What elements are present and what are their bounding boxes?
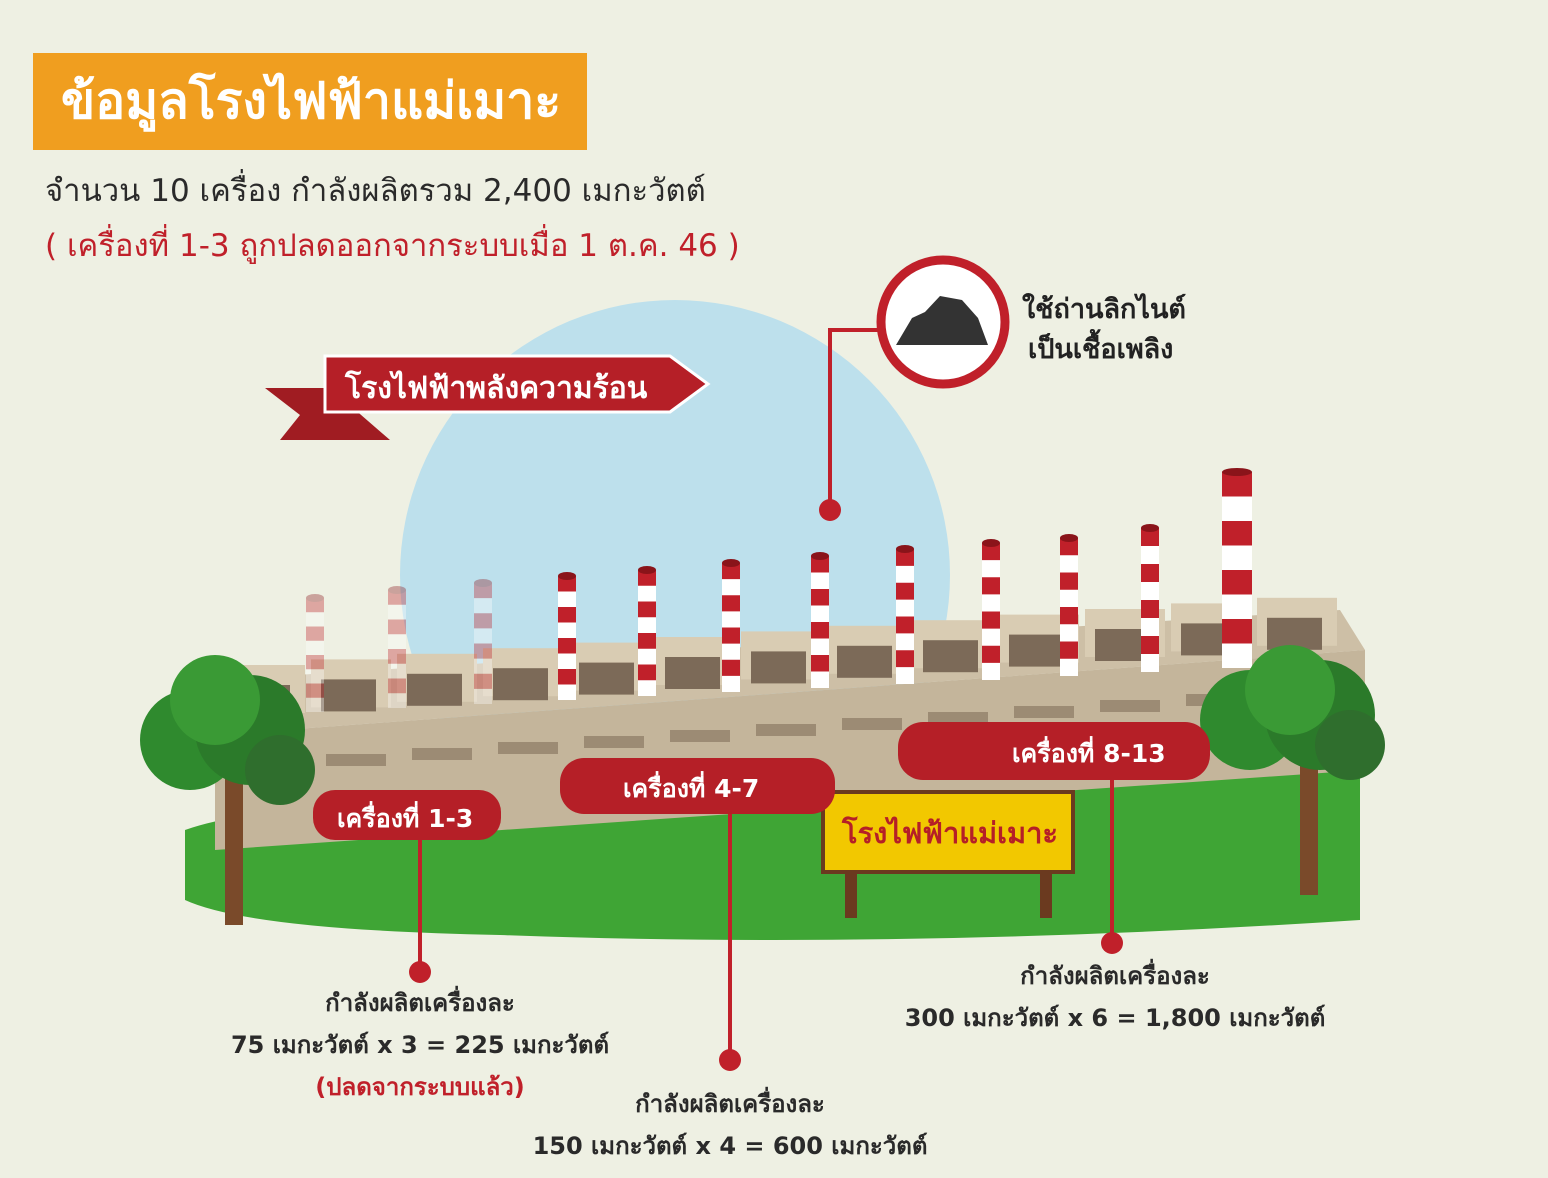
- summary-text: จำนวน 10 เครื่อง กำลังผลิตรวม 2,400 เมกะ…: [45, 173, 706, 209]
- chimney-icon: [638, 566, 656, 696]
- chimney-icon: [722, 559, 740, 692]
- group-label-text: เครื่องที่ 4-7: [623, 771, 759, 803]
- group-3-caption: กำลังผลิตเครื่องละ 300 เมกะวัตต์ x 6 = 1…: [880, 955, 1350, 1039]
- thermal-banner: [323, 354, 711, 414]
- boiler-block-shadow: [579, 662, 634, 695]
- tree-right-icon: [1200, 645, 1385, 895]
- wall-window: [928, 712, 988, 724]
- wall-window: [670, 730, 730, 742]
- page-title: ข้อมูลโรงไฟฟ้าแม่เมาะ: [33, 53, 587, 150]
- group-label-1-3: [313, 790, 501, 840]
- fuel-line1: ใช้ถ่านลิกไนต์: [1022, 293, 1186, 325]
- boiler-block-shadow: [837, 645, 892, 678]
- group-label-text: เครื่องที่ 8-13: [1012, 736, 1166, 768]
- sign-text: โรงไฟฟ้าแม่เมาะ: [841, 815, 1058, 850]
- boiler-block-shadow: [665, 657, 720, 689]
- wall-window: [842, 718, 902, 730]
- chimney-icon: [982, 539, 1000, 680]
- group-2-caption: กำลังผลิตเครื่องละ 150 เมกะวัตต์ x 4 = 6…: [500, 1083, 960, 1167]
- wall-window: [584, 736, 644, 748]
- caption-line: กำลังผลิตเครื่องละ: [325, 989, 515, 1017]
- boiler-block-shadow: [1009, 634, 1064, 667]
- fuel-line2: เป็นเชื้อเพลิง: [1028, 328, 1173, 365]
- boiler-block-shadow: [407, 673, 462, 706]
- boiler-block-shadow: [1267, 617, 1322, 650]
- plant-sign: [821, 790, 1075, 874]
- wall-window: [756, 724, 816, 736]
- caption-line: กำลังผลิตเครื่องละ: [635, 1090, 825, 1118]
- wall-window: [498, 742, 558, 754]
- status-text: (ปลดจากระบบแล้ว): [315, 1073, 525, 1101]
- chimney-icon: [1141, 524, 1159, 672]
- wall-window: [1014, 706, 1074, 718]
- banner-text: โรงไฟฟ้าพลังความร้อน: [344, 369, 648, 406]
- group-label-4-7: [560, 758, 835, 814]
- capacity-detail: 150 เมกะวัตต์ x 4 = 600 เมกะวัตต์: [532, 1132, 928, 1160]
- chimney-icon: [474, 579, 492, 704]
- boiler-block-shadow: [321, 679, 376, 712]
- chimney-icon: [1222, 468, 1252, 668]
- boiler-block-shadow: [493, 668, 548, 701]
- banner-tail: [265, 388, 390, 440]
- chimney-icon: [811, 552, 829, 688]
- wall-window: [412, 748, 472, 760]
- group-1-caption: กำลังผลิตเครื่องละ 75 เมกะวัตต์ x 3 = 22…: [200, 982, 640, 1108]
- wall-window: [1100, 700, 1160, 712]
- decommission-note: ( เครื่องที่ 1-3 ถูกปลดออกจากระบบเมื่อ 1…: [45, 228, 740, 264]
- boiler-block-shadow: [1095, 629, 1150, 661]
- wall-front: [215, 650, 1365, 850]
- wall-window: [326, 754, 386, 766]
- capacity-detail: 300 เมกะวัตต์ x 6 = 1,800 เมกะวัตต์: [904, 1004, 1326, 1032]
- chimney-icon: [306, 594, 324, 712]
- boiler-block-shadow: [751, 651, 806, 684]
- chimney-icon: [1060, 534, 1078, 676]
- group-label-8-13: [898, 722, 1210, 780]
- coal-lump-icon: [896, 296, 988, 345]
- boiler-block-shadow: [923, 640, 978, 673]
- chimney-icon: [388, 586, 406, 708]
- chimney-icon: [558, 572, 576, 700]
- chimney-icon: [896, 545, 914, 684]
- capacity-detail: 75 เมกะวัตต์ x 3 = 225 เมกะวัตต์: [230, 1031, 610, 1059]
- tree-left-icon: [140, 655, 315, 925]
- group-label-text: เครื่องที่ 1-3: [337, 801, 473, 833]
- caption-line: กำลังผลิตเครื่องละ: [1020, 962, 1210, 990]
